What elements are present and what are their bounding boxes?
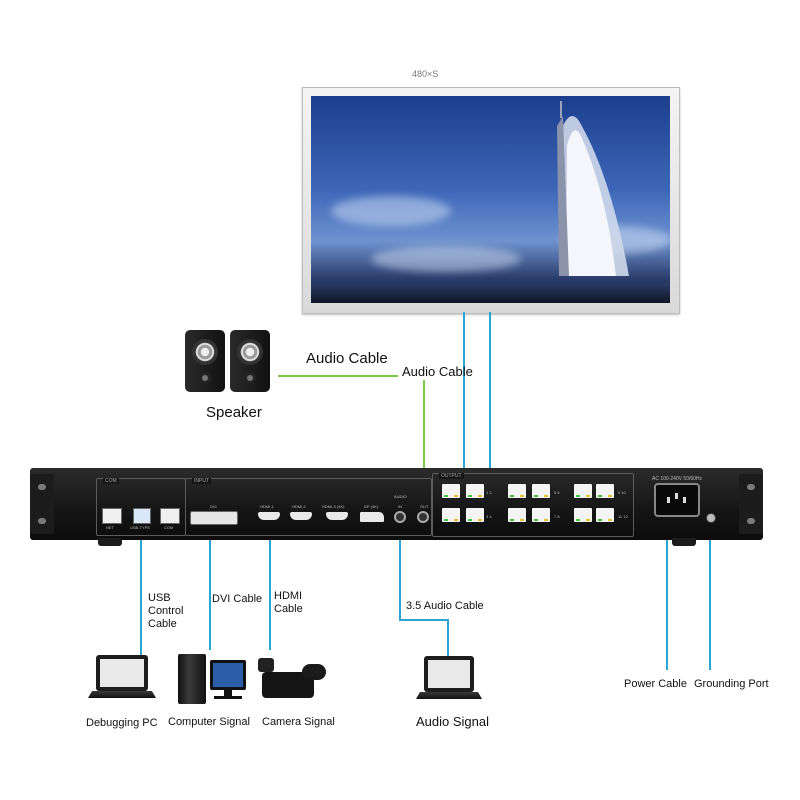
- hdmi3-port: [326, 512, 348, 520]
- laptop-icon: [96, 655, 148, 691]
- dvi-cable-label: DVI Cable: [212, 593, 263, 605]
- display-screen: [311, 96, 670, 303]
- output-port-1: [442, 484, 460, 498]
- output-port-5: [508, 484, 526, 498]
- output-port-2: [466, 484, 484, 498]
- rack-ear-right: [739, 474, 763, 534]
- audio-cable-speaker-label: Audio Cable: [306, 350, 388, 367]
- output-port-11: [574, 508, 592, 522]
- output-port-4: [466, 508, 484, 522]
- dvi-port: [190, 511, 238, 525]
- hdmi2-port: [290, 512, 312, 520]
- output-group-5-label: 9 10: [618, 490, 626, 495]
- output-group-4-label: 7 8: [554, 514, 560, 519]
- display-resolution-text: 480×S: [412, 69, 439, 79]
- output-port-10: [596, 484, 614, 498]
- audio-laptop-base: [416, 692, 482, 699]
- output-group-1-label: 1 2: [486, 490, 492, 495]
- usb-port-label: USB-TYPE: [130, 525, 151, 530]
- audio-in-jack: [394, 511, 406, 523]
- video-processor-device: COM NET USB-TYPE COM INPUT DVI HDMI-1 HD…: [30, 468, 763, 546]
- net-port-label: NET: [106, 525, 114, 530]
- speaker-right-icon: [230, 330, 270, 392]
- audio-out-jack: [417, 511, 429, 523]
- led-display-icon: [302, 87, 680, 314]
- net-port: [102, 508, 122, 524]
- audio-in-label: IN: [398, 504, 402, 509]
- hotel-tower-image: [557, 101, 629, 276]
- dvi-port-label: DVI: [210, 504, 217, 509]
- dp-port: [360, 512, 384, 522]
- hdmi-cable-label: HDMI Cable: [274, 590, 303, 615]
- output-port-8: [532, 508, 550, 522]
- power-rating-label: AC 100-240V 50/60Hz: [652, 476, 703, 482]
- output-port-7: [508, 508, 526, 522]
- desktop-monitor-icon: [210, 660, 246, 690]
- audio-signal-label: Audio Signal: [416, 714, 489, 729]
- usb-port: [133, 508, 151, 524]
- output-panel: OUTPUT: [432, 473, 634, 537]
- grounding-port-screw: [706, 513, 716, 523]
- usb-control-cable-label: USB Control Cable: [148, 592, 184, 630]
- dp-port-label: DP (4K): [364, 504, 379, 509]
- audio-cable-display-label: Audio Cable: [402, 364, 473, 379]
- laptop-base: [88, 691, 156, 698]
- debugging-pc-label: Debugging PC: [86, 717, 158, 729]
- speaker-pair-icon: [185, 330, 225, 392]
- output-group-2-label: 3 4: [486, 514, 492, 519]
- power-cable-label: Power Cable: [624, 678, 687, 690]
- desktop-computer-icon: [178, 654, 206, 704]
- audio-35-cable-label: 3.5 Audio Cable: [406, 600, 484, 612]
- rack-ear-left: [30, 474, 54, 534]
- output-group-3-label: 5 6: [554, 490, 560, 495]
- output-port-9: [574, 484, 592, 498]
- hdmi1-port-label: HDMI-1: [260, 504, 274, 509]
- audio-35-cable: [399, 520, 449, 656]
- output-port-3: [442, 508, 460, 522]
- com-port-label: COM: [164, 525, 174, 530]
- output-port-12: [596, 508, 614, 522]
- audio-out-label: OUT: [420, 504, 429, 509]
- input-panel: INPUT: [185, 478, 432, 536]
- speaker-label: Speaker: [206, 404, 262, 421]
- power-inlet: [654, 483, 700, 517]
- hdmi1-port: [258, 512, 280, 520]
- output-group-6-label: 11 12: [618, 514, 628, 519]
- com-port: [160, 508, 180, 524]
- audio-laptop-icon: [424, 656, 474, 692]
- hdmi3-port-label: HDMI-3 (4K): [322, 504, 345, 509]
- camera-signal-label: Camera Signal: [262, 716, 335, 728]
- hdmi2-port-label: HDMI-2: [292, 504, 306, 509]
- grounding-port-label: Grounding Port: [694, 678, 769, 690]
- output-port-6: [532, 484, 550, 498]
- audio-panel-label: AUDIO: [394, 494, 407, 499]
- computer-signal-label: Computer Signal: [168, 716, 250, 728]
